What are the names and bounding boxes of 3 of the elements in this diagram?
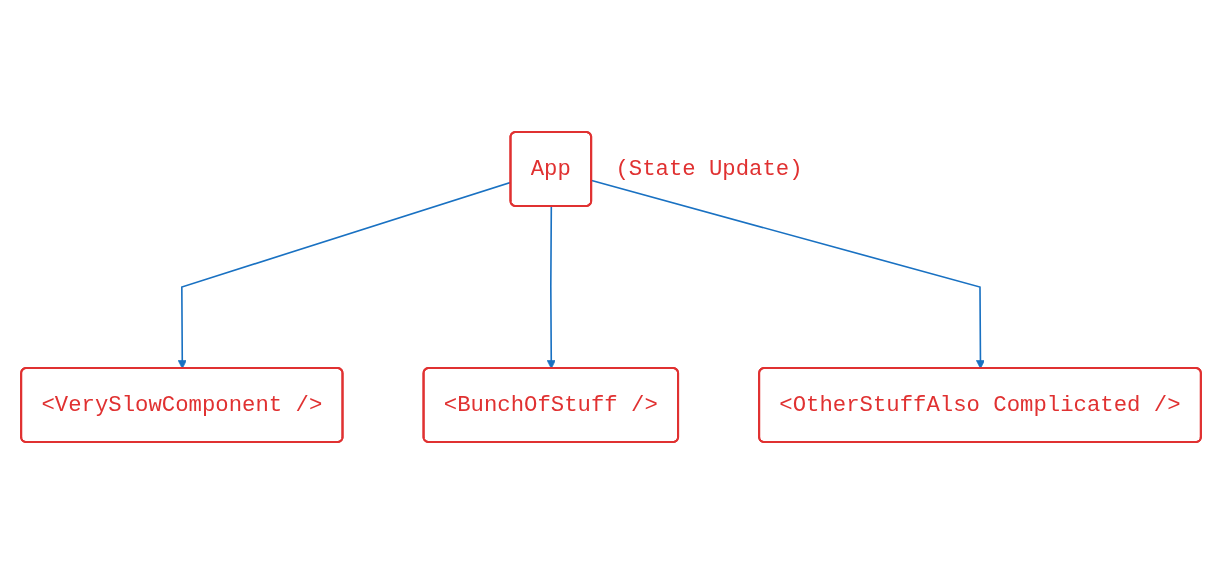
arrow: [590, 179, 985, 369]
arrow: [546, 205, 556, 369]
annotation-text: (State Update): [614, 156, 802, 182]
